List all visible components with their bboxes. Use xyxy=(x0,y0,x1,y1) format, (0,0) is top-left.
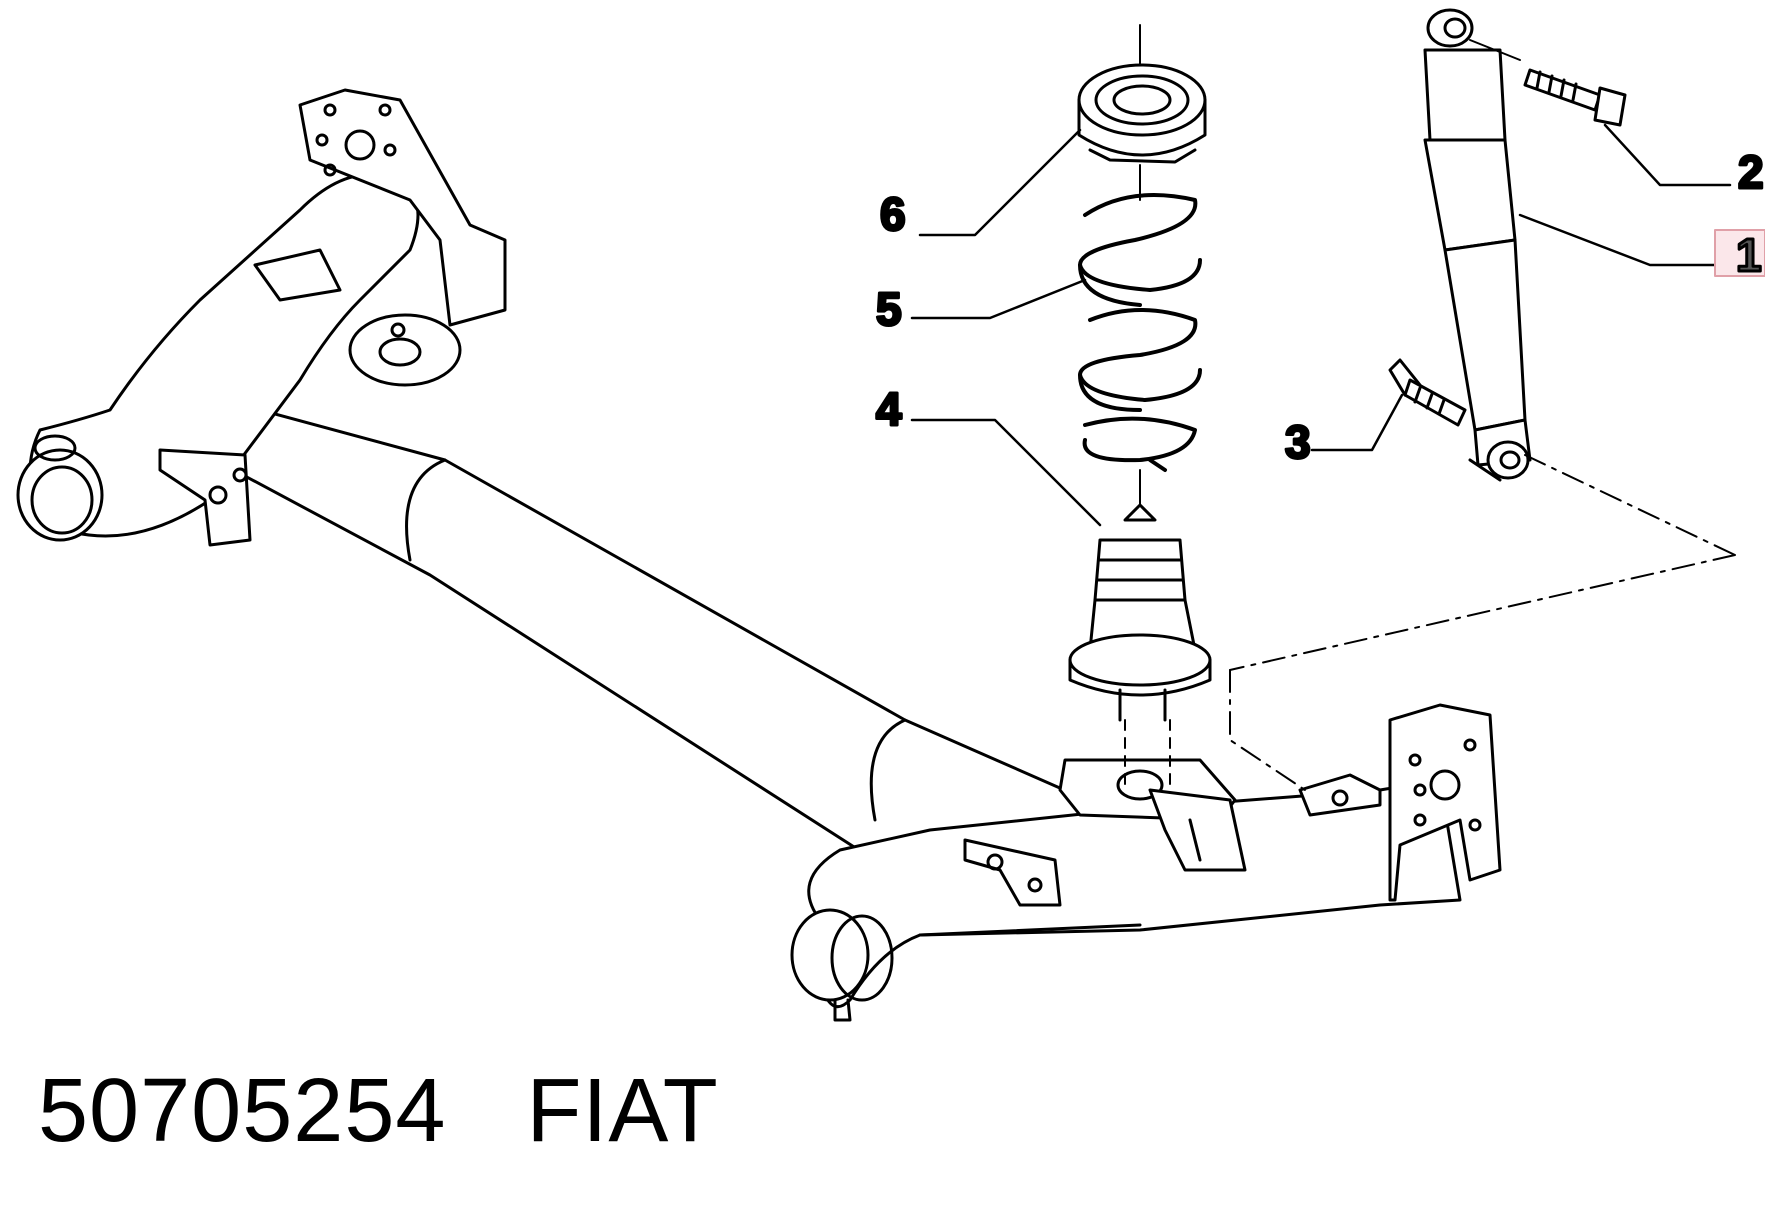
leader-3 xyxy=(1310,393,1404,452)
bump-stop xyxy=(1068,469,1212,791)
brand-name: FIAT xyxy=(526,1061,719,1161)
spring-upper-insulator xyxy=(1077,24,1207,164)
part-number: 50705254 xyxy=(38,1061,447,1161)
callout-2: 2 xyxy=(1738,146,1764,198)
callout-3: 3 xyxy=(1285,416,1311,468)
left-bushing xyxy=(16,448,104,542)
right-bushing xyxy=(790,908,870,1002)
assembly-lines xyxy=(1229,454,1736,791)
leader-5 xyxy=(910,278,1087,320)
callout-5: 5 xyxy=(876,283,902,335)
rear-axle-beam xyxy=(16,88,1502,1022)
leader-lines xyxy=(910,123,1732,527)
callout-6: 6 xyxy=(880,188,906,240)
callout-1: 1 xyxy=(1736,229,1762,281)
leader-2 xyxy=(1603,123,1732,187)
part-caption: 50705254 FIAT xyxy=(38,1060,799,1163)
leader-6 xyxy=(918,128,1082,237)
shock-absorber xyxy=(1423,8,1532,482)
highlight-box-1 xyxy=(1714,229,1765,277)
callout-4: 4 xyxy=(876,383,902,435)
leader-4 xyxy=(910,418,1102,527)
callout-numbers: 1 2 3 4 5 6 xyxy=(875,145,1765,470)
coil-spring xyxy=(1078,164,1202,472)
upper-bolt xyxy=(1469,39,1627,127)
lower-bolt xyxy=(1388,358,1467,427)
leader-1 xyxy=(1518,213,1717,267)
